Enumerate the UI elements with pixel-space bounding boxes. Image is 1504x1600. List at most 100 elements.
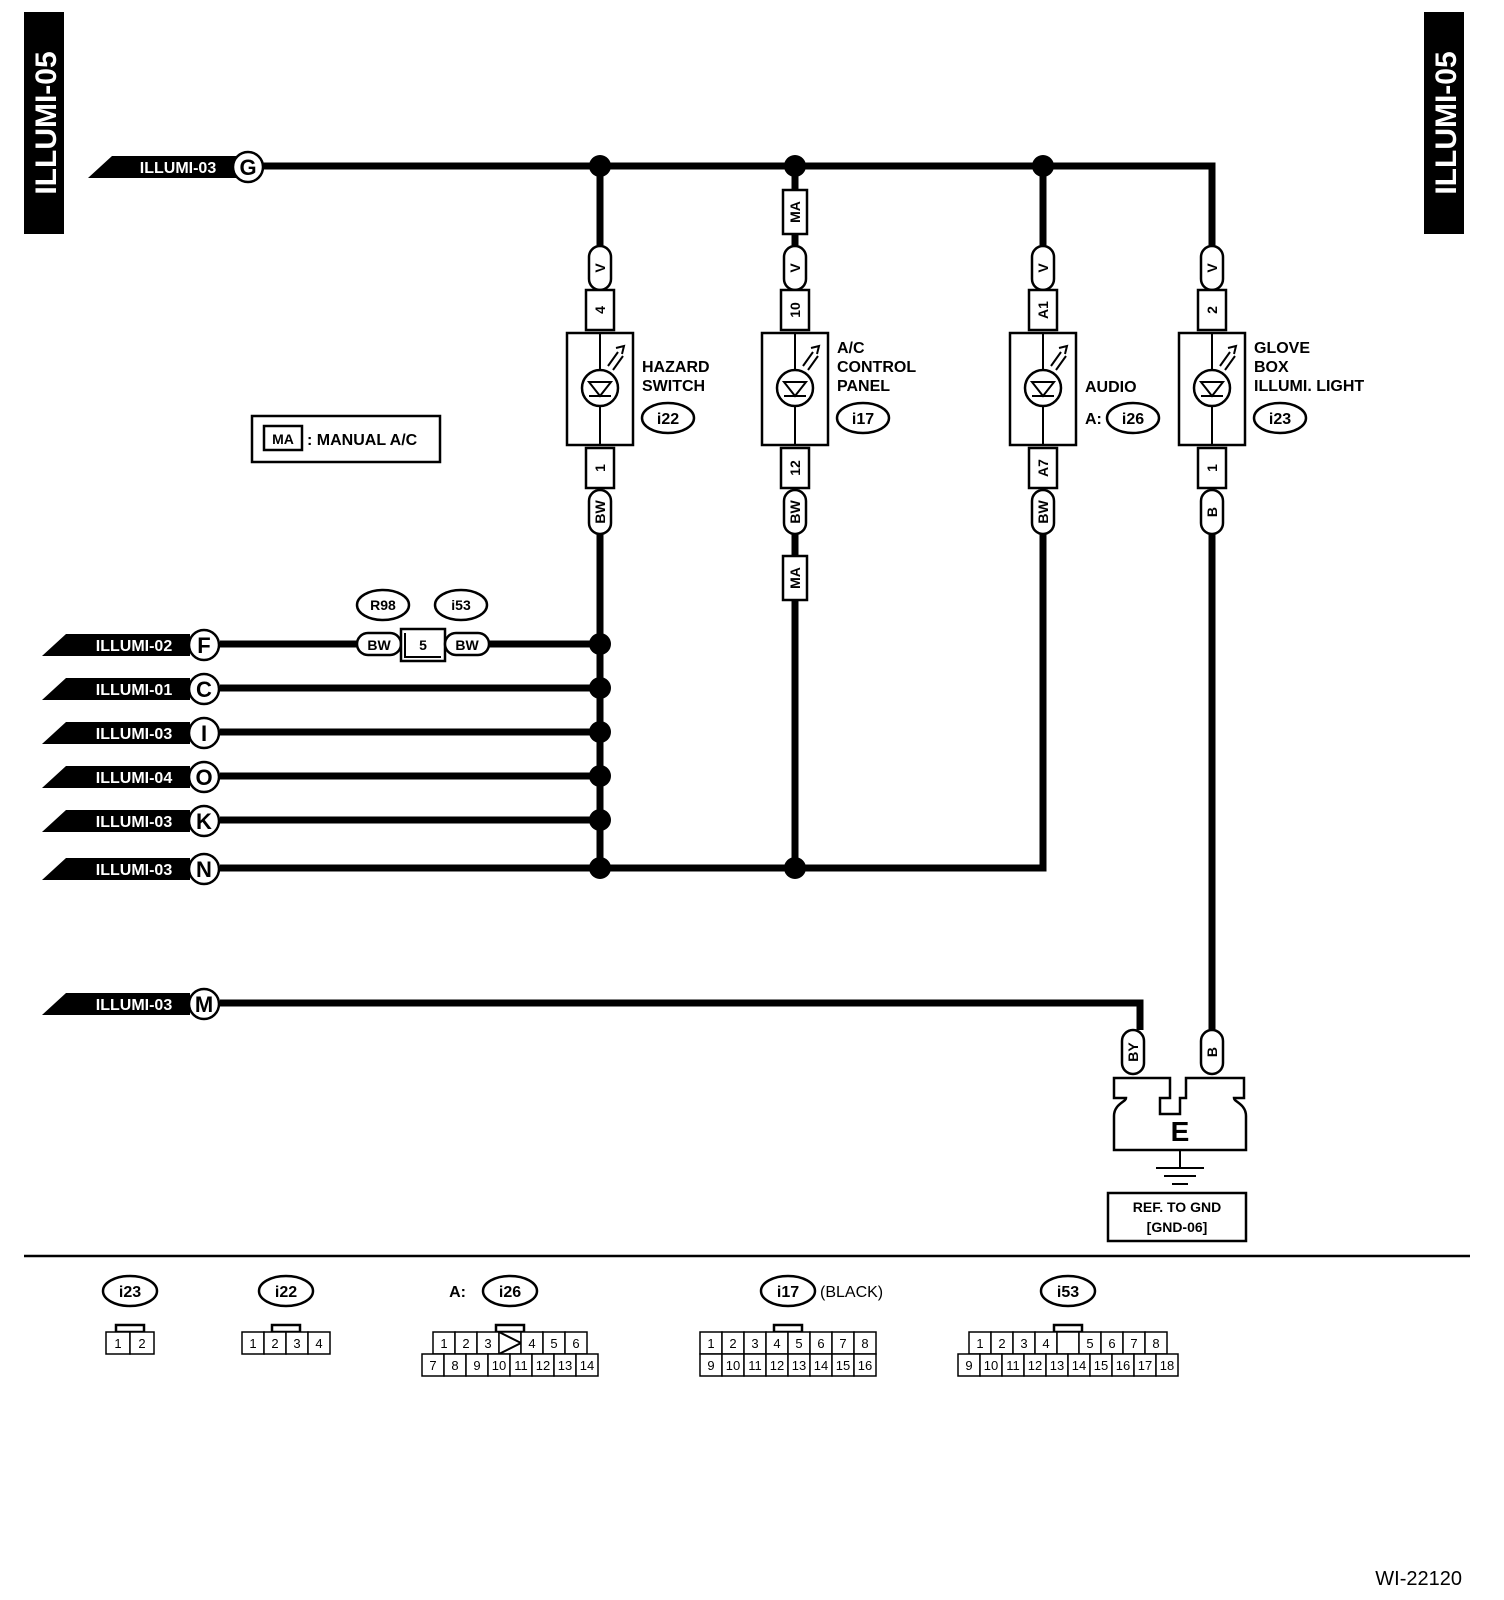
bottom-wire-label: BW [787, 500, 803, 524]
pin-number: 5 [1086, 1336, 1093, 1351]
pin-number: 13 [558, 1358, 572, 1373]
legend-text: : MANUAL A/C [307, 432, 418, 449]
inline-left-wire: BW [367, 637, 391, 653]
ground-block: BY B E REF. TO GND [GND-06] [1106, 1028, 1248, 1243]
pin-number: 2 [729, 1336, 736, 1351]
pin-number: 9 [473, 1358, 480, 1373]
input-tag-i-label: ILLUMI-03 [96, 726, 173, 743]
connector-view-id: i53 [1057, 1284, 1079, 1301]
source-tag-top: ILLUMI-03 G [88, 150, 265, 184]
input-tag-f-label: ILLUMI-02 [96, 638, 173, 655]
pin-number: 1 [114, 1336, 121, 1351]
input-tag-o: ILLUMI-04 O [42, 760, 221, 794]
option-code-top: MA [787, 201, 803, 223]
connector-view-id: i22 [275, 1284, 297, 1301]
pin-number: 11 [1006, 1358, 1020, 1373]
pin-number: 16 [1116, 1358, 1130, 1373]
pin-number: 18 [1160, 1358, 1174, 1373]
component-id: i22 [657, 411, 679, 428]
pin-number: 11 [748, 1358, 762, 1373]
input-tag-i: ILLUMI-03 I [42, 716, 221, 750]
bottom-wire-label: BW [1035, 500, 1051, 524]
component-id: i23 [1269, 411, 1291, 428]
pin-number: 7 [429, 1358, 436, 1373]
figure-code: WI-22120 [1375, 1568, 1462, 1590]
top-wire-label: V [1035, 263, 1051, 273]
pin-number: 7 [1130, 1336, 1137, 1351]
input-tag-m-label: ILLUMI-03 [96, 997, 173, 1014]
input-tag-i-letter: I [201, 721, 207, 746]
pin-number: 2 [138, 1336, 145, 1351]
top-pin-label: A1 [1035, 301, 1051, 319]
pin-number: 5 [550, 1336, 557, 1351]
pin-number: 3 [751, 1336, 758, 1351]
bottom-pin-label: 1 [1204, 464, 1220, 472]
input-tag-k-letter: K [196, 809, 212, 834]
pin-number: 1 [249, 1336, 256, 1351]
pin-number: 13 [1050, 1358, 1064, 1373]
pin-number: 10 [726, 1358, 740, 1373]
input-tag-f: ILLUMI-02 F [42, 628, 221, 662]
component-id: i26 [1122, 411, 1144, 428]
connector-view-id: i17 [777, 1284, 799, 1301]
pin-number: 2 [462, 1336, 469, 1351]
component-name-line: SWITCH [642, 378, 705, 395]
legend-box: MA : MANUAL A/C [250, 414, 442, 464]
component-name-line: CONTROL [837, 359, 916, 376]
input-tag-k: ILLUMI-03 K [42, 804, 221, 838]
pin-number: 14 [580, 1358, 594, 1373]
component-id: i17 [852, 411, 874, 428]
inline-left-id: R98 [370, 597, 396, 613]
input-tag-m: ILLUMI-03 M [42, 987, 221, 1021]
pin-number: 1 [707, 1336, 714, 1351]
bottom-wire-label: B [1204, 507, 1220, 517]
pin-number: 6 [817, 1336, 824, 1351]
pin-number: 7 [839, 1336, 846, 1351]
pin-number: 4 [1042, 1336, 1049, 1351]
input-tag-n-label: ILLUMI-03 [96, 862, 173, 879]
input-tag-c-letter: C [196, 677, 212, 702]
top-pin-label: 4 [592, 306, 608, 314]
pin-number: 9 [707, 1358, 714, 1373]
top-wire-label: V [592, 263, 608, 273]
source-tag-top-letter: G [239, 155, 256, 180]
connector-view-id: i23 [119, 1284, 141, 1301]
pin-number: 6 [1108, 1336, 1115, 1351]
source-tag-top-label: ILLUMI-03 [140, 160, 217, 177]
component-name-line: GLOVE [1254, 340, 1310, 357]
pin-number: 10 [984, 1358, 998, 1373]
pin-number: 12 [1028, 1358, 1042, 1373]
pin-number: 10 [492, 1358, 506, 1373]
page-tag-left: ILLUMI-05 [24, 12, 64, 234]
bottom-pin-label: 12 [787, 460, 803, 476]
pin-number: 8 [861, 1336, 868, 1351]
inline-connector: BW 5 BW R98 i53 [355, 588, 491, 663]
page-tag-right: ILLUMI-05 [1424, 12, 1464, 234]
pin-number: 1 [440, 1336, 447, 1351]
top-wire-label: V [787, 263, 803, 273]
ground-right-wire: B [1204, 1047, 1220, 1057]
input-tag-c-label: ILLUMI-01 [96, 682, 173, 699]
pin-number: 16 [858, 1358, 872, 1373]
input-tag-f-letter: F [197, 633, 210, 658]
inline-right-id: i53 [451, 597, 471, 613]
pin-number: 14 [1072, 1358, 1086, 1373]
pin-number: 4 [315, 1336, 322, 1351]
connector-view-id: i26 [499, 1284, 521, 1301]
component-name-line: AUDIO [1085, 379, 1137, 396]
option-code-bottom: MA [787, 567, 803, 589]
input-wire-m [220, 999, 1144, 1030]
ground-ref-line2: [GND-06] [1147, 1219, 1208, 1235]
pin-number: 5 [795, 1336, 802, 1351]
top-wire-label: V [1204, 263, 1220, 273]
input-tag-k-label: ILLUMI-03 [96, 814, 173, 831]
pin-number: 12 [536, 1358, 550, 1373]
pin-number: 11 [514, 1358, 528, 1373]
top-bus-wire [262, 162, 1216, 250]
pin-number: 6 [572, 1336, 579, 1351]
component-name-line: HAZARD [642, 359, 710, 376]
input-tag-o-label: ILLUMI-04 [96, 770, 173, 787]
